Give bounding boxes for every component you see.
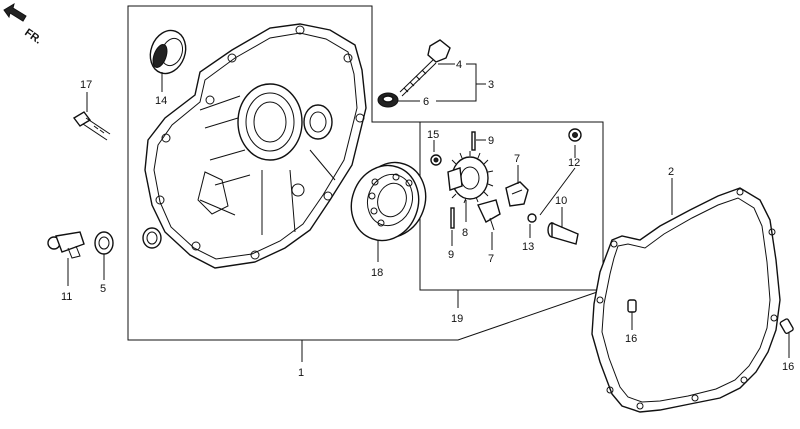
callout-18: 18 <box>371 267 383 279</box>
dowel-pin-right <box>779 318 794 335</box>
drain-plug <box>47 231 85 259</box>
flange-bolt <box>72 111 111 141</box>
callout-16-right: 16 <box>782 361 794 373</box>
washer-15 <box>430 154 442 166</box>
callout-5: 5 <box>100 283 106 295</box>
callout-9-bottom: 9 <box>448 249 454 261</box>
callout-12: 12 <box>568 157 580 169</box>
callout-14: 14 <box>155 95 167 107</box>
callout-15: 15 <box>427 129 439 141</box>
callout-17: 17 <box>80 79 92 91</box>
oil-seal <box>149 29 187 75</box>
sealing-washer <box>94 231 114 255</box>
front-direction-label: FR. <box>22 27 43 47</box>
callout-7-top: 7 <box>514 153 520 165</box>
governor-holder <box>505 181 529 207</box>
callout-2: 2 <box>668 166 674 178</box>
oil-level-gauge <box>399 39 451 97</box>
case-cover-gasket <box>591 187 781 413</box>
callout-8: 8 <box>462 227 468 239</box>
governor-shaft <box>547 221 579 245</box>
leader-3 <box>436 63 486 102</box>
callout-3: 3 <box>488 79 494 91</box>
washer-12 <box>568 128 582 142</box>
crankcase-cover <box>142 23 367 269</box>
dowel-pin-left <box>627 299 637 313</box>
callout-4: 4 <box>456 59 462 71</box>
governor-pin-lower <box>450 207 455 229</box>
leader-12 <box>539 145 576 216</box>
governor-pin-upper <box>471 131 476 151</box>
callout-6: 6 <box>423 96 429 108</box>
front-direction-arrow-icon <box>3 2 27 22</box>
o-ring <box>377 92 399 108</box>
callout-10: 10 <box>555 195 567 207</box>
callout-16-left: 16 <box>625 333 637 345</box>
callout-7-bottom: 7 <box>488 253 494 265</box>
callout-9-top: 9 <box>488 135 494 147</box>
callout-11: 11 <box>61 291 72 303</box>
washer-13 <box>527 213 537 223</box>
radial-ball-bearing <box>350 161 427 242</box>
callout-19: 19 <box>451 313 463 325</box>
callout-13: 13 <box>522 241 534 253</box>
governor-gear <box>447 151 501 231</box>
crankcase-cover-group-bracket <box>127 5 604 341</box>
callout-1: 1 <box>298 367 304 379</box>
